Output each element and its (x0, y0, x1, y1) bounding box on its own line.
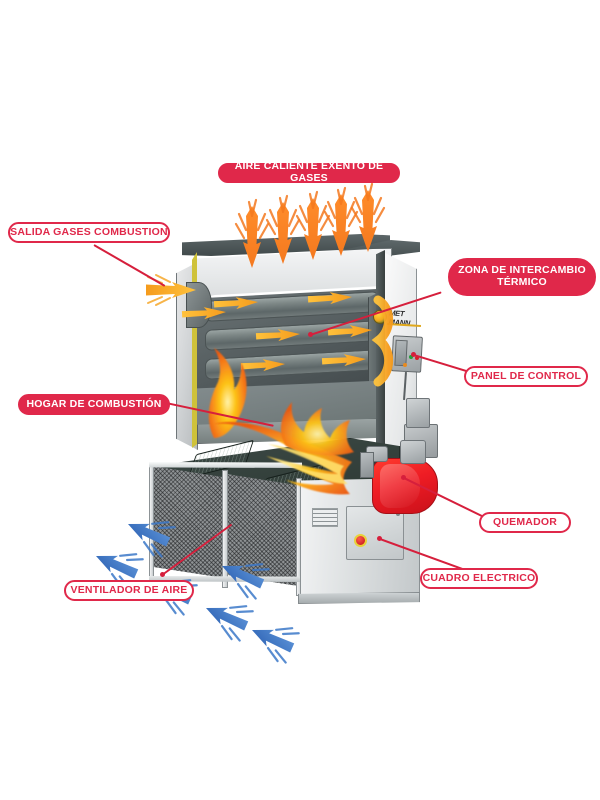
label-hogar-combustion[interactable]: HOGAR DE COMBUSTIÓN (18, 394, 170, 415)
burner-body (372, 458, 438, 514)
cold-air-arrow-6 (213, 548, 271, 602)
main-burner-flame-core (268, 444, 348, 484)
leader-dot-quemador (401, 475, 406, 480)
cabinet-divider-column (376, 250, 385, 462)
leader-dot-zona (308, 332, 313, 337)
emergency-stop-icon[interactable] (354, 534, 367, 547)
hot-air-arrow-2 (265, 194, 301, 266)
cabinet-yellow-trim (192, 252, 197, 448)
label-ventilador-aire[interactable]: VENTILADOR DE AIRE (64, 580, 194, 601)
burner-highlight (380, 464, 420, 508)
exchanger-flow-arrow-2a (255, 328, 301, 343)
filter-frame-bottom (149, 576, 302, 582)
label-panel-control[interactable]: PANEL DE CONTROL (464, 366, 588, 387)
label-zona-intercambio[interactable]: ZONA DE INTERCAMBIO TÉRMICO (448, 258, 596, 296)
label-quemador[interactable]: QUEMADOR (479, 512, 571, 533)
leader-dot-cuadro (377, 536, 382, 541)
label-salida-gases[interactable]: SALIDA GASES COMBUSTION (8, 222, 170, 243)
cabinet-screw-icon (396, 512, 400, 516)
burner-flange (360, 452, 374, 478)
exchanger-flow-arrow-1b (307, 291, 353, 306)
upper-right-box (406, 398, 430, 428)
electrical-cabinet-door[interactable] (346, 506, 404, 560)
exchanger-flow-arrow-3a (240, 358, 286, 373)
nameplate (312, 508, 338, 527)
control-panel-green-light-icon (409, 355, 413, 359)
deck-flame (280, 402, 354, 456)
exchanger-flow-arrow-0 (181, 306, 227, 321)
control-panel-red-light-icon (415, 356, 419, 360)
leader-dot-panel (411, 352, 416, 357)
burner-motor-housing (400, 440, 426, 464)
hot-air-arrow-5 (350, 182, 386, 254)
control-panel-orange-knob-icon (403, 363, 407, 367)
leader-dot-ventilador (160, 572, 165, 577)
exchanger-flow-arrow-1a (213, 296, 259, 311)
hot-air-arrow-4 (323, 186, 359, 258)
chamber-flame-plume (208, 348, 247, 438)
filter-frame-top (149, 462, 302, 468)
hot-air-arrow-3 (295, 190, 331, 262)
cold-air-arrow-4 (243, 612, 301, 666)
exchanger-flow-arrow-3b (321, 353, 367, 368)
label-aire-caliente[interactable]: AIRE CALIENTE EXENTO DE GASES (218, 160, 400, 184)
flue-collector-hood (186, 282, 212, 328)
cold-air-arrow-5 (119, 506, 177, 560)
hot-air-arrow-1 (234, 198, 270, 270)
cold-air-arrow-3 (197, 590, 255, 644)
label-cuadro-electrico[interactable]: CUADRO ELECTRICO (420, 568, 538, 589)
